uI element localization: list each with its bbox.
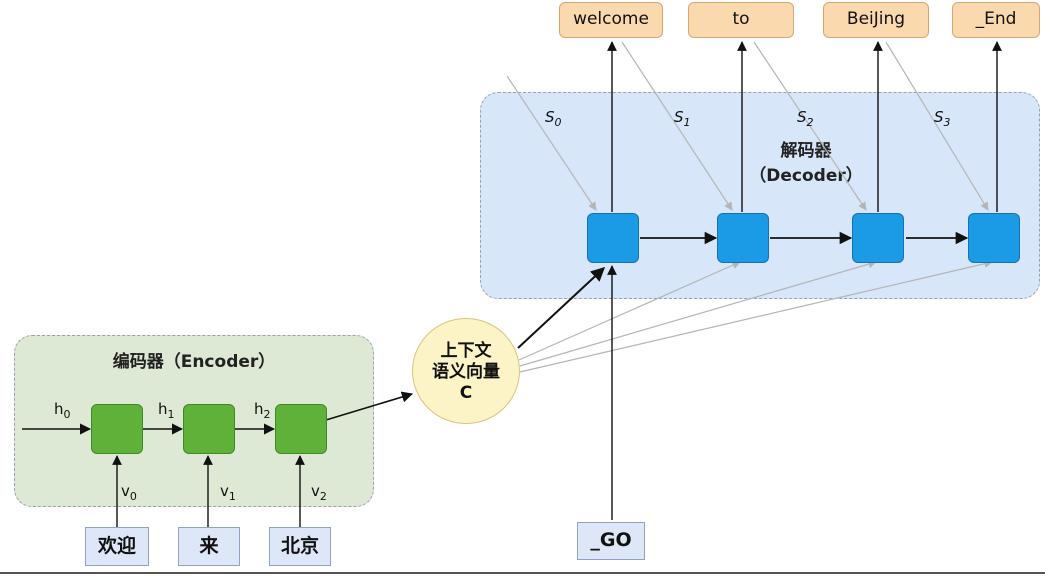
state-label-3: S3 [934,108,951,129]
decoder-cell-2 [852,213,904,263]
input-label-0: v0 [121,482,137,503]
input-word-2: 北京 [269,527,331,566]
start-token-go: _GO [577,522,645,560]
input-label-2: v2 [311,482,327,503]
encoder-cell-0 [91,404,143,454]
decoder-cell-3 [968,213,1020,263]
input-word-0: 欢迎 [85,527,149,566]
decoder-title: 解码器 （Decoder） [706,139,906,188]
state-label-0: S0 [545,108,562,129]
context-vector-node: 上下文 语义向量 C [412,318,520,424]
decoder-title-line1: 解码器 [780,141,832,161]
bottom-divider [0,572,1045,574]
output-word-0: welcome [559,2,663,38]
state-label-2: S2 [797,108,814,129]
arrow-state-3 [885,41,989,211]
input-label-1: v1 [220,482,236,503]
decoder-cell-1 [717,213,769,263]
input-word-1: 来 [178,527,240,566]
encoder-cell-1 [183,404,235,454]
hidden-label-1: h1 [158,400,175,421]
decoder-title-line2: （Decoder） [749,165,863,186]
arrow-context-to-decoder-2 [518,261,741,361]
decoder-cell-0 [587,213,639,263]
encoder-cell-2 [275,404,327,454]
hidden-label-2: h2 [254,400,271,421]
encoder-title: 编码器（Encoder） [112,352,276,372]
state-label-1: S1 [674,108,691,129]
arrow-context-to-decoder-4 [519,259,993,373]
decoder-panel: 解码器 （Decoder） [480,92,1040,299]
hidden-label-0: h0 [54,400,71,421]
output-word-1: to [688,2,794,38]
arrow-state-2 [753,41,867,211]
context-line3: C [459,383,473,403]
arrow-state-0 [506,75,597,211]
output-word-3: _End [952,2,1040,38]
arrow-context-to-decoder-3 [519,260,877,367]
output-word-2: BeiJing [823,2,929,38]
context-line1: 上下文 [440,341,492,361]
arrow-encoder-to-context [325,391,414,421]
arrow-context-to-decoder [517,267,606,349]
context-line2: 语义向量 [432,362,500,382]
arrow-state-1 [621,41,733,211]
